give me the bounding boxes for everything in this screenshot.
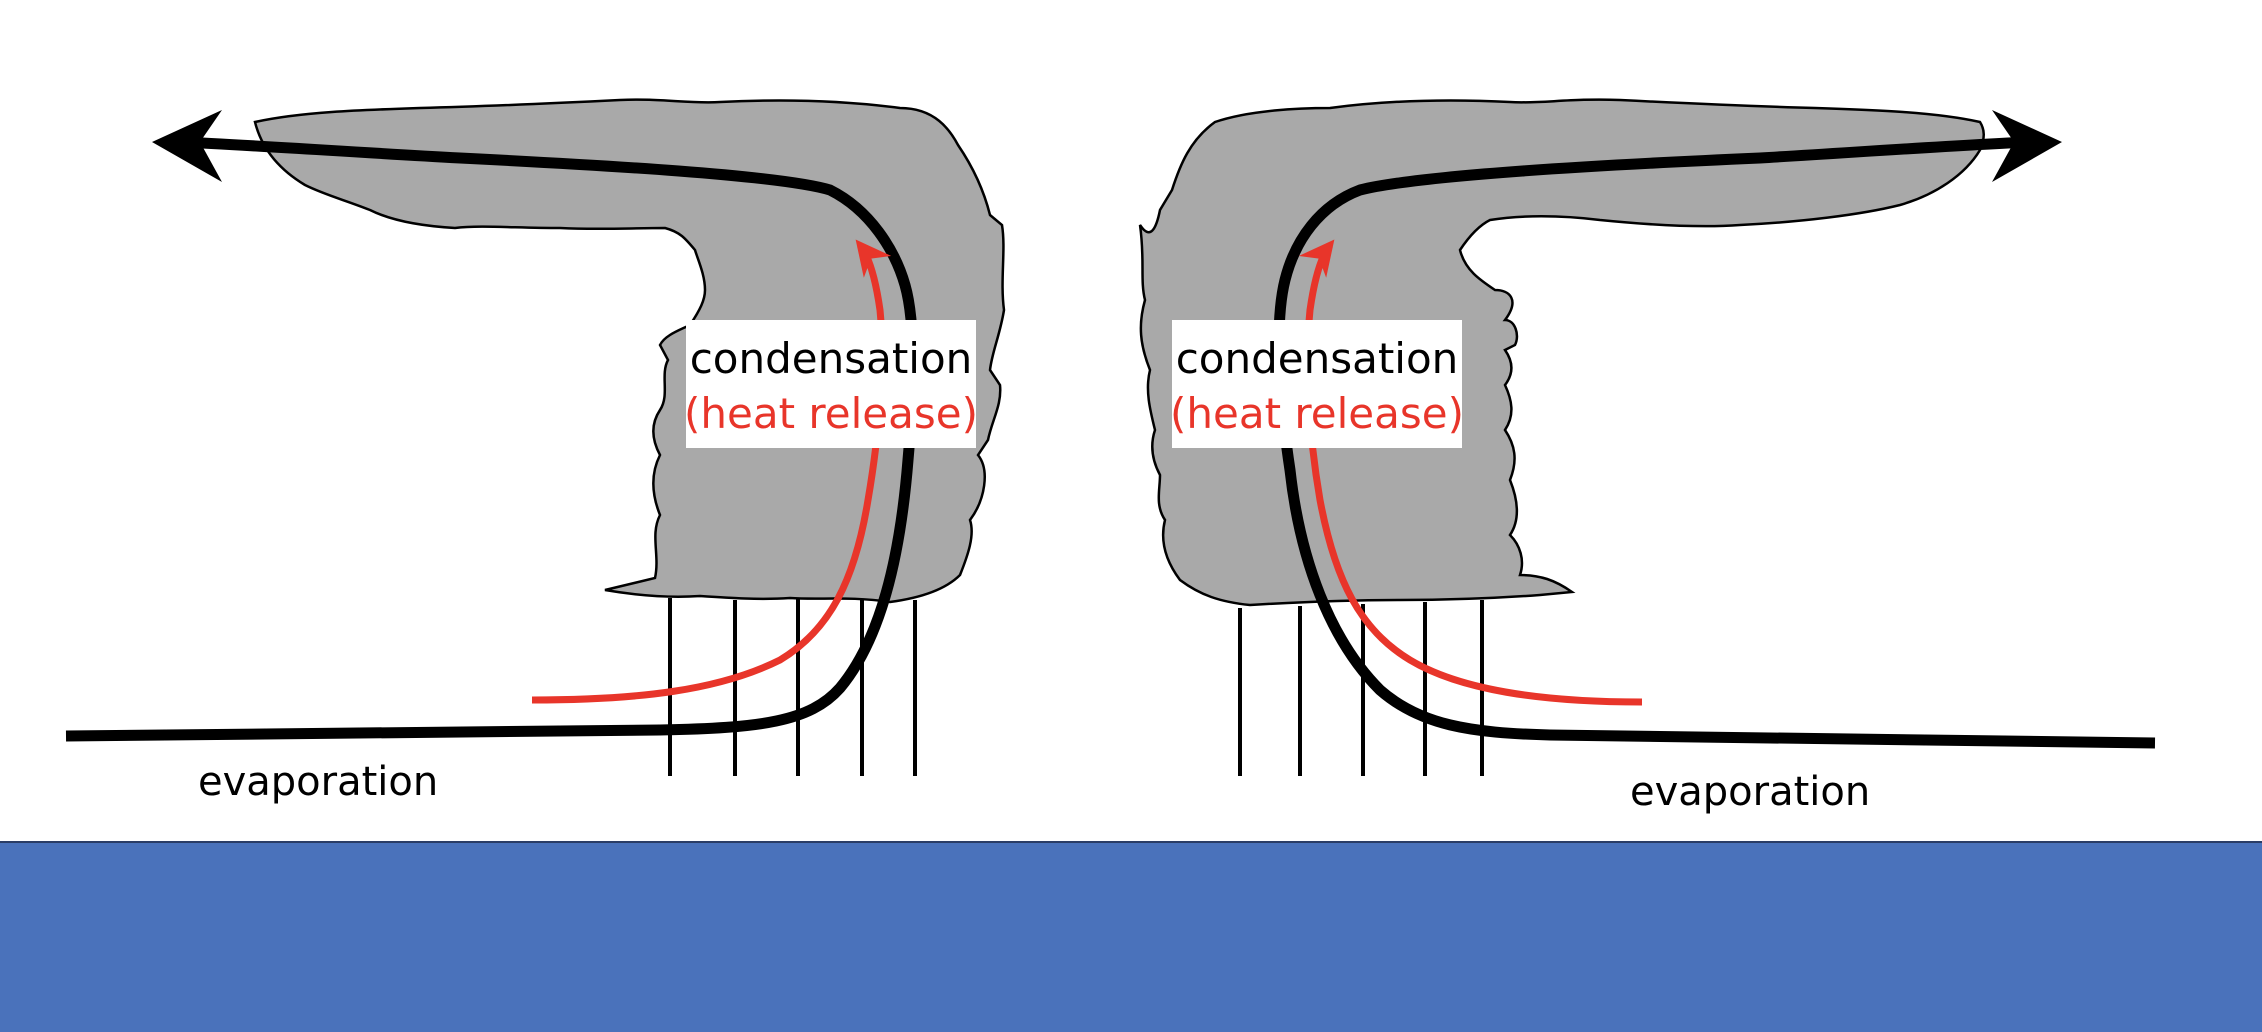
left-condensation-label: condensation bbox=[690, 334, 973, 383]
left-evaporation-label: evaporation bbox=[198, 759, 438, 805]
right-heat-release-label: (heat release) bbox=[1170, 389, 1464, 438]
right-evaporation-lines bbox=[1238, 600, 1484, 776]
left-evaporation-lines bbox=[668, 598, 917, 776]
left-eyewall-cloud bbox=[253, 98, 1006, 604]
ocean-surface bbox=[0, 842, 2262, 1032]
left-heat-release-label: (heat release) bbox=[684, 389, 978, 438]
right-heat-arrow bbox=[1298, 239, 1643, 706]
left-outflow-arrowhead bbox=[152, 110, 222, 182]
left-condensation-label-box bbox=[686, 320, 976, 448]
right-evaporation-label: evaporation bbox=[1630, 769, 1870, 815]
right-outflow-arrowhead bbox=[1992, 110, 2062, 182]
left-heat-arrow bbox=[531, 239, 892, 704]
right-condensation-label-box bbox=[1172, 320, 1462, 448]
right-condensation-label: condensation bbox=[1176, 334, 1459, 383]
right-eyewall-cloud bbox=[1138, 98, 1985, 607]
